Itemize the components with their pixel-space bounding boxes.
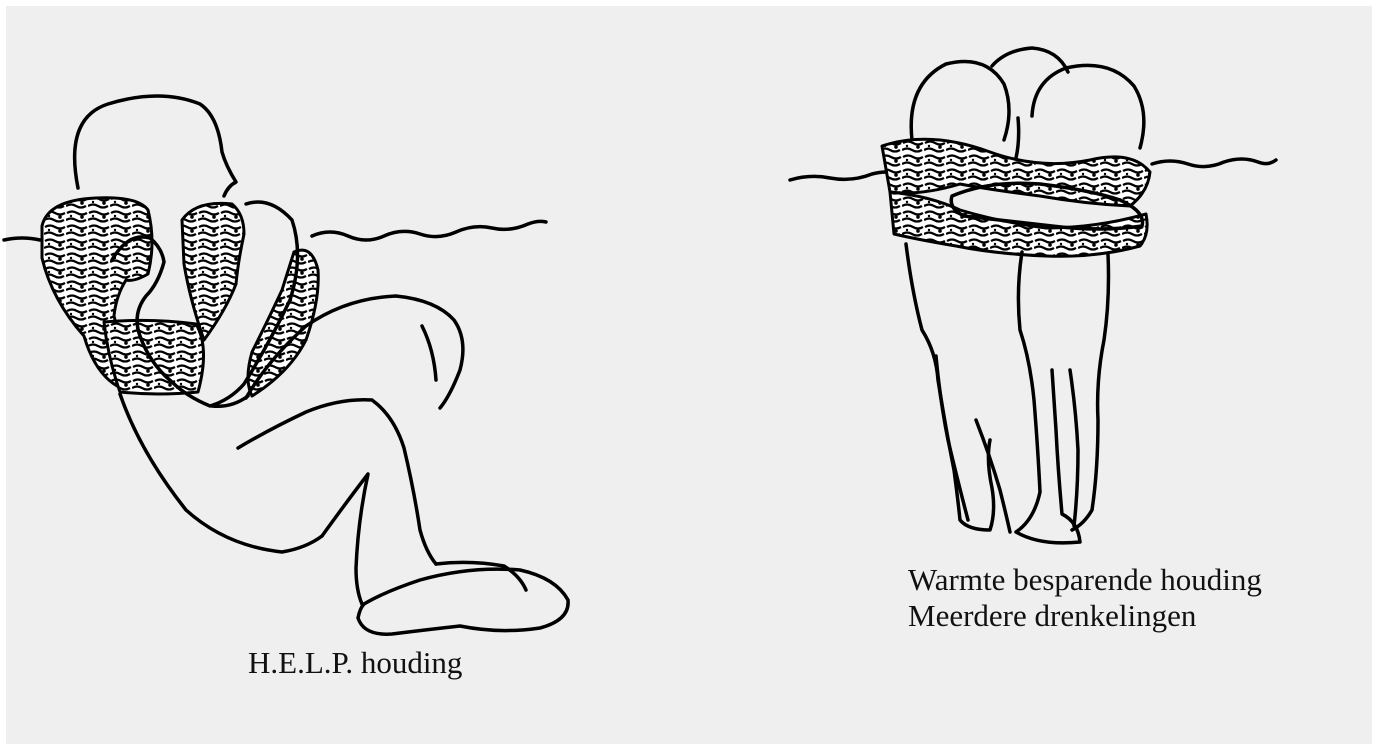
help-shin-back — [322, 474, 368, 604]
help-head — [75, 96, 236, 196]
group-neck-middle — [1016, 118, 1019, 158]
group-water-line-left — [790, 172, 886, 180]
group-caption-line-2: Meerdere drenkelingen — [908, 598, 1262, 634]
help-water-line-right — [312, 221, 546, 240]
group-huddle-drawing — [790, 48, 1276, 543]
group-water-line-right — [1152, 159, 1276, 167]
group-head-left — [911, 62, 1009, 141]
help-posture-drawing — [4, 96, 568, 634]
help-foot — [358, 569, 568, 634]
group-body-left — [906, 244, 994, 530]
group-body-middle — [1016, 252, 1080, 543]
group-head-right — [1032, 65, 1144, 148]
group-caption: Warmte besparende houding Meerdere drenk… — [908, 562, 1262, 634]
help-toe-line — [436, 562, 526, 590]
group-head-middle — [992, 48, 1068, 72]
group-leg-line-a — [936, 356, 968, 520]
help-caption: H.E.L.P. houding — [248, 645, 462, 681]
group-leg-line-c — [1070, 370, 1078, 526]
help-caption-line: H.E.L.P. houding — [248, 645, 462, 681]
help-vest-right — [182, 203, 244, 340]
help-thigh-under — [238, 400, 436, 564]
help-knee — [422, 326, 436, 380]
help-water-line-left — [4, 238, 40, 240]
help-vest-belt — [104, 320, 204, 394]
group-caption-line-1: Warmte besparende houding — [908, 562, 1262, 598]
